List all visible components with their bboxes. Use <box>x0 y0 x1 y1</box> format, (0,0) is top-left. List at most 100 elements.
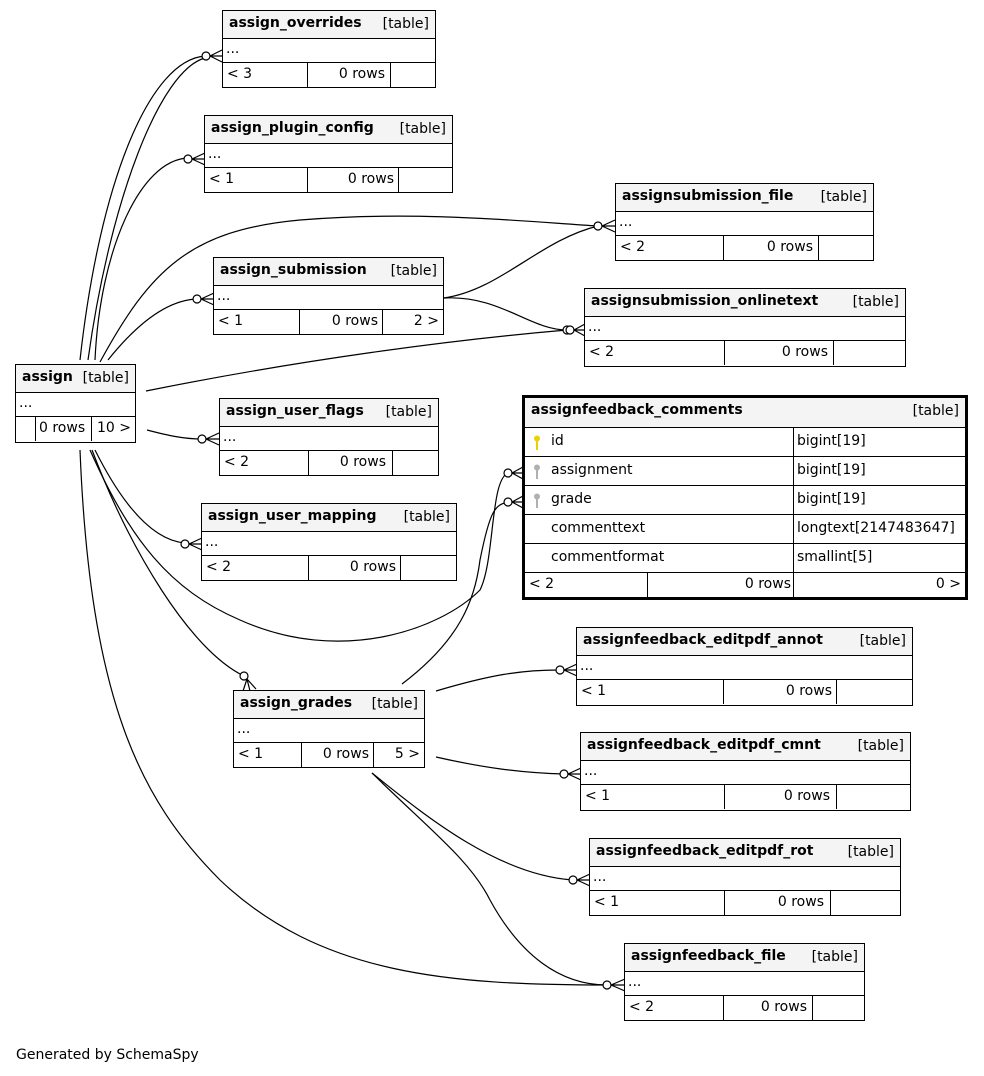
table-type: [table] <box>859 633 906 649</box>
table-footer: < 1 0 rows <box>590 891 900 915</box>
column-type: longtext[2147483647] <box>797 520 955 536</box>
marker-feedback-file <box>602 980 612 990</box>
table-type: [table] <box>385 404 432 420</box>
table-assignfeedback-editpdf-cmnt[interactable]: assignfeedback_editpdf_cmnt [table] ... … <box>580 732 911 811</box>
marker-cmnt <box>559 769 569 779</box>
crowfoot-grades <box>242 678 257 692</box>
column-row-grade[interactable]: grade bigint[19] <box>525 486 965 515</box>
relation-markers <box>180 51 612 990</box>
parents-count: < 1 <box>209 171 235 187</box>
table-assignfeedback-comments[interactable]: assignfeedback_comments [table] id bigin… <box>522 395 968 600</box>
marker-user-mapping <box>180 539 190 549</box>
column-type: bigint[19] <box>797 462 866 478</box>
crowfoot-overrides <box>209 49 223 63</box>
table-footer: < 2 0 rows <box>202 556 456 580</box>
column-type: bigint[19] <box>797 433 866 449</box>
table-assignsubmission-file[interactable]: assignsubmission_file [table] ... < 2 0 … <box>615 183 874 261</box>
column-name: commenttext <box>551 520 646 536</box>
table-name: assignfeedback_editpdf_cmnt <box>587 737 821 753</box>
table-name: assign_grades <box>240 695 353 711</box>
row-count: 0 rows <box>331 313 378 329</box>
table-assignfeedback-editpdf-annot[interactable]: assignfeedback_editpdf_annot [table] ...… <box>576 627 913 706</box>
table-type: [table] <box>912 403 959 419</box>
table-name: assignfeedback_editpdf_annot <box>583 632 823 648</box>
table-name: assignfeedback_editpdf_rot <box>596 843 814 859</box>
table-name: assignfeedback_file <box>631 948 786 964</box>
parents-count: < 2 <box>629 999 655 1015</box>
table-columns-collapsed: ... <box>234 719 424 743</box>
relation-assign-grades <box>91 449 245 677</box>
row-count: 0 rows <box>339 454 386 470</box>
crowfoot-submission-file <box>601 219 616 233</box>
crowfoot-user-mapping <box>188 537 203 551</box>
marker-grades <box>239 671 249 681</box>
relation-submission-file <box>443 225 599 299</box>
table-footer: < 1 0 rows 2 > <box>214 310 443 334</box>
table-columns-collapsed: ... <box>577 656 912 680</box>
children-count: 0 > <box>935 576 961 592</box>
relation-grades-file <box>371 772 608 986</box>
marker-plugin-config <box>183 154 193 164</box>
column-row-id[interactable]: id bigint[19] <box>525 428 965 457</box>
table-type: [table] <box>371 696 418 712</box>
primary-key-icon <box>534 435 540 450</box>
relation-assign-submission-file <box>99 215 599 363</box>
table-header: assignfeedback_editpdf_cmnt [table] <box>581 733 910 761</box>
relation-assign-plugin-config <box>94 157 189 361</box>
table-assignfeedback-file[interactable]: assignfeedback_file [table] ... < 2 0 ro… <box>624 943 865 1021</box>
table-assign-user-flags[interactable]: assign_user_flags [table] ... < 2 0 rows <box>219 398 439 476</box>
table-columns-collapsed: ... <box>205 144 452 168</box>
table-assign-plugin-config[interactable]: assign_plugin_config [table] ... < 1 0 r… <box>204 115 453 193</box>
table-header: assign_grades [table] <box>234 691 424 719</box>
column-row-commentformat[interactable]: commentformat smallint[5] <box>525 544 965 573</box>
column-row-assignment[interactable]: assignment bigint[19] <box>525 457 965 486</box>
table-type: [table] <box>820 189 867 205</box>
crowfoot-comments-grade <box>511 495 524 509</box>
parents-count: < 1 <box>238 746 264 762</box>
table-footer: < 1 0 rows <box>577 680 912 704</box>
table-assignsubmission-onlinetext[interactable]: assignsubmission_onlinetext [table] ... … <box>584 288 906 367</box>
marker-onlinetext-b <box>565 325 575 335</box>
row-count: 0 rows <box>322 746 369 762</box>
parents-count: < 2 <box>589 344 615 360</box>
table-assign-grades[interactable]: assign_grades [table] ... < 1 0 rows 5 > <box>233 690 425 768</box>
table-name: assign_submission <box>220 262 367 278</box>
table-columns-collapsed: ... <box>220 427 438 451</box>
table-footer: 0 rows 10 > <box>16 417 135 441</box>
relation-assign-comments <box>89 449 509 642</box>
foreign-key-icon <box>534 464 540 479</box>
table-header: assignsubmission_file [table] <box>616 184 873 212</box>
table-type: [table] <box>852 294 899 310</box>
table-header: assignsubmission_onlinetext [table] <box>585 289 905 317</box>
parents-count: < 1 <box>594 894 620 910</box>
table-name: assign <box>22 369 73 385</box>
table-type: [table] <box>390 263 437 279</box>
table-assign-user-mapping[interactable]: assign_user_mapping [table] ... < 2 0 ro… <box>201 503 457 581</box>
column-name: commentformat <box>551 549 665 565</box>
table-assign-overrides[interactable]: assign_overrides [table] ... < 3 0 rows <box>222 10 436 88</box>
table-columns-collapsed: ... <box>16 393 135 417</box>
table-columns-collapsed: ... <box>585 317 905 341</box>
relation-assign-overrides <box>79 55 206 361</box>
table-name: assignfeedback_comments <box>531 402 743 418</box>
table-columns-collapsed: ... <box>581 761 910 785</box>
marker-user-flags <box>197 434 207 444</box>
table-footer: < 2 0 rows <box>220 451 438 475</box>
table-columns-collapsed: ... <box>202 532 456 556</box>
children-count: 10 > <box>97 420 131 436</box>
table-header: assignfeedback_editpdf_annot [table] <box>577 628 912 656</box>
table-header: assignfeedback_file [table] <box>625 944 864 972</box>
children-count: 5 > <box>394 746 420 762</box>
table-footer: < 2 0 rows <box>585 341 905 365</box>
table-footer: < 1 0 rows <box>205 168 452 192</box>
table-assignfeedback-editpdf-rot[interactable]: assignfeedback_editpdf_rot [table] ... <… <box>589 838 901 916</box>
table-footer: < 2 0 rows <box>616 236 873 260</box>
column-row-commenttext[interactable]: commenttext longtext[2147483647] <box>525 515 965 544</box>
table-assign[interactable]: assign [table] ... 0 rows 10 > <box>15 364 136 443</box>
relation-assign-user-mapping <box>94 449 186 544</box>
table-assign-submission[interactable]: assign_submission [table] ... < 1 0 rows… <box>213 257 444 335</box>
children-count: 2 > <box>413 313 439 329</box>
row-count: 0 rows <box>781 344 828 360</box>
table-columns-collapsed: ... <box>616 212 873 236</box>
